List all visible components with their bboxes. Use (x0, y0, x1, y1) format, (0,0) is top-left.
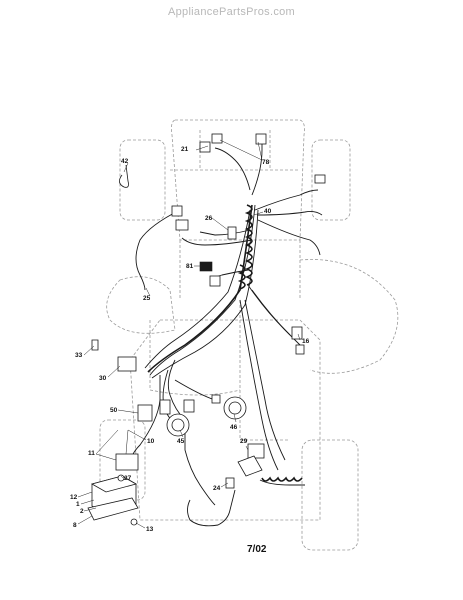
components (87, 133, 326, 526)
bolt-27 (117, 474, 125, 482)
callout-50: 50 (110, 407, 118, 414)
callout-42: 42 (121, 158, 129, 165)
relay-81 (199, 261, 213, 272)
connector-26 (227, 226, 237, 240)
chassis-outline (99, 119, 399, 551)
switch-30 (117, 356, 137, 372)
switch-50 (137, 404, 153, 422)
wire-42 (119, 164, 129, 188)
callout-45: 45 (177, 438, 185, 445)
callout-25: 25 (143, 295, 151, 302)
callout-13: 13 (146, 526, 154, 533)
connector-46 (211, 394, 221, 404)
callout-30: 30 (99, 375, 107, 382)
callout-12: 12 (70, 494, 78, 501)
connector-21-left (211, 133, 223, 144)
connector-left (175, 219, 189, 231)
callout-46: 46 (230, 424, 238, 431)
connector-78 (255, 133, 267, 145)
callout-24: 24 (213, 485, 221, 492)
callout-16: 16 (302, 338, 310, 345)
callout-81: 81 (186, 263, 194, 270)
callout-8: 8 (73, 522, 77, 529)
connector-right-upper (314, 174, 326, 184)
callout-29: 29 (240, 438, 248, 445)
connector-upper-left (171, 205, 183, 217)
callout-10: 10 (147, 438, 155, 445)
callout-21: 21 (181, 146, 189, 153)
fuse-holder (183, 399, 195, 413)
main-wire-loom (129, 140, 323, 527)
callout-40: 40 (264, 208, 272, 215)
callout-33: 33 (75, 352, 83, 359)
connector-16 (291, 326, 303, 340)
callout-labels: 21 78 42 40 26 81 25 16 33 30 50 10 11 4… (70, 146, 310, 555)
callout-27: 27 (124, 475, 132, 482)
leader-lines (77, 139, 301, 529)
fuse-24 (225, 477, 235, 489)
callout-2: 2 (80, 508, 84, 515)
watermark: AppliancePartsPros.com (167, 6, 296, 18)
switch-33 (91, 339, 99, 351)
connector-center (209, 275, 221, 287)
callout-26: 26 (205, 215, 213, 222)
bracket-10 (115, 453, 139, 471)
nut-13 (130, 518, 138, 526)
connector-16-lower (295, 344, 305, 355)
connector-50-right (159, 399, 171, 415)
date-code: 7/02 (247, 544, 267, 555)
callout-78: 78 (262, 159, 270, 166)
connector-29-lower (237, 455, 263, 477)
callout-1: 1 (76, 501, 80, 508)
solenoid-29 (247, 443, 265, 459)
callout-11: 11 (88, 450, 95, 457)
